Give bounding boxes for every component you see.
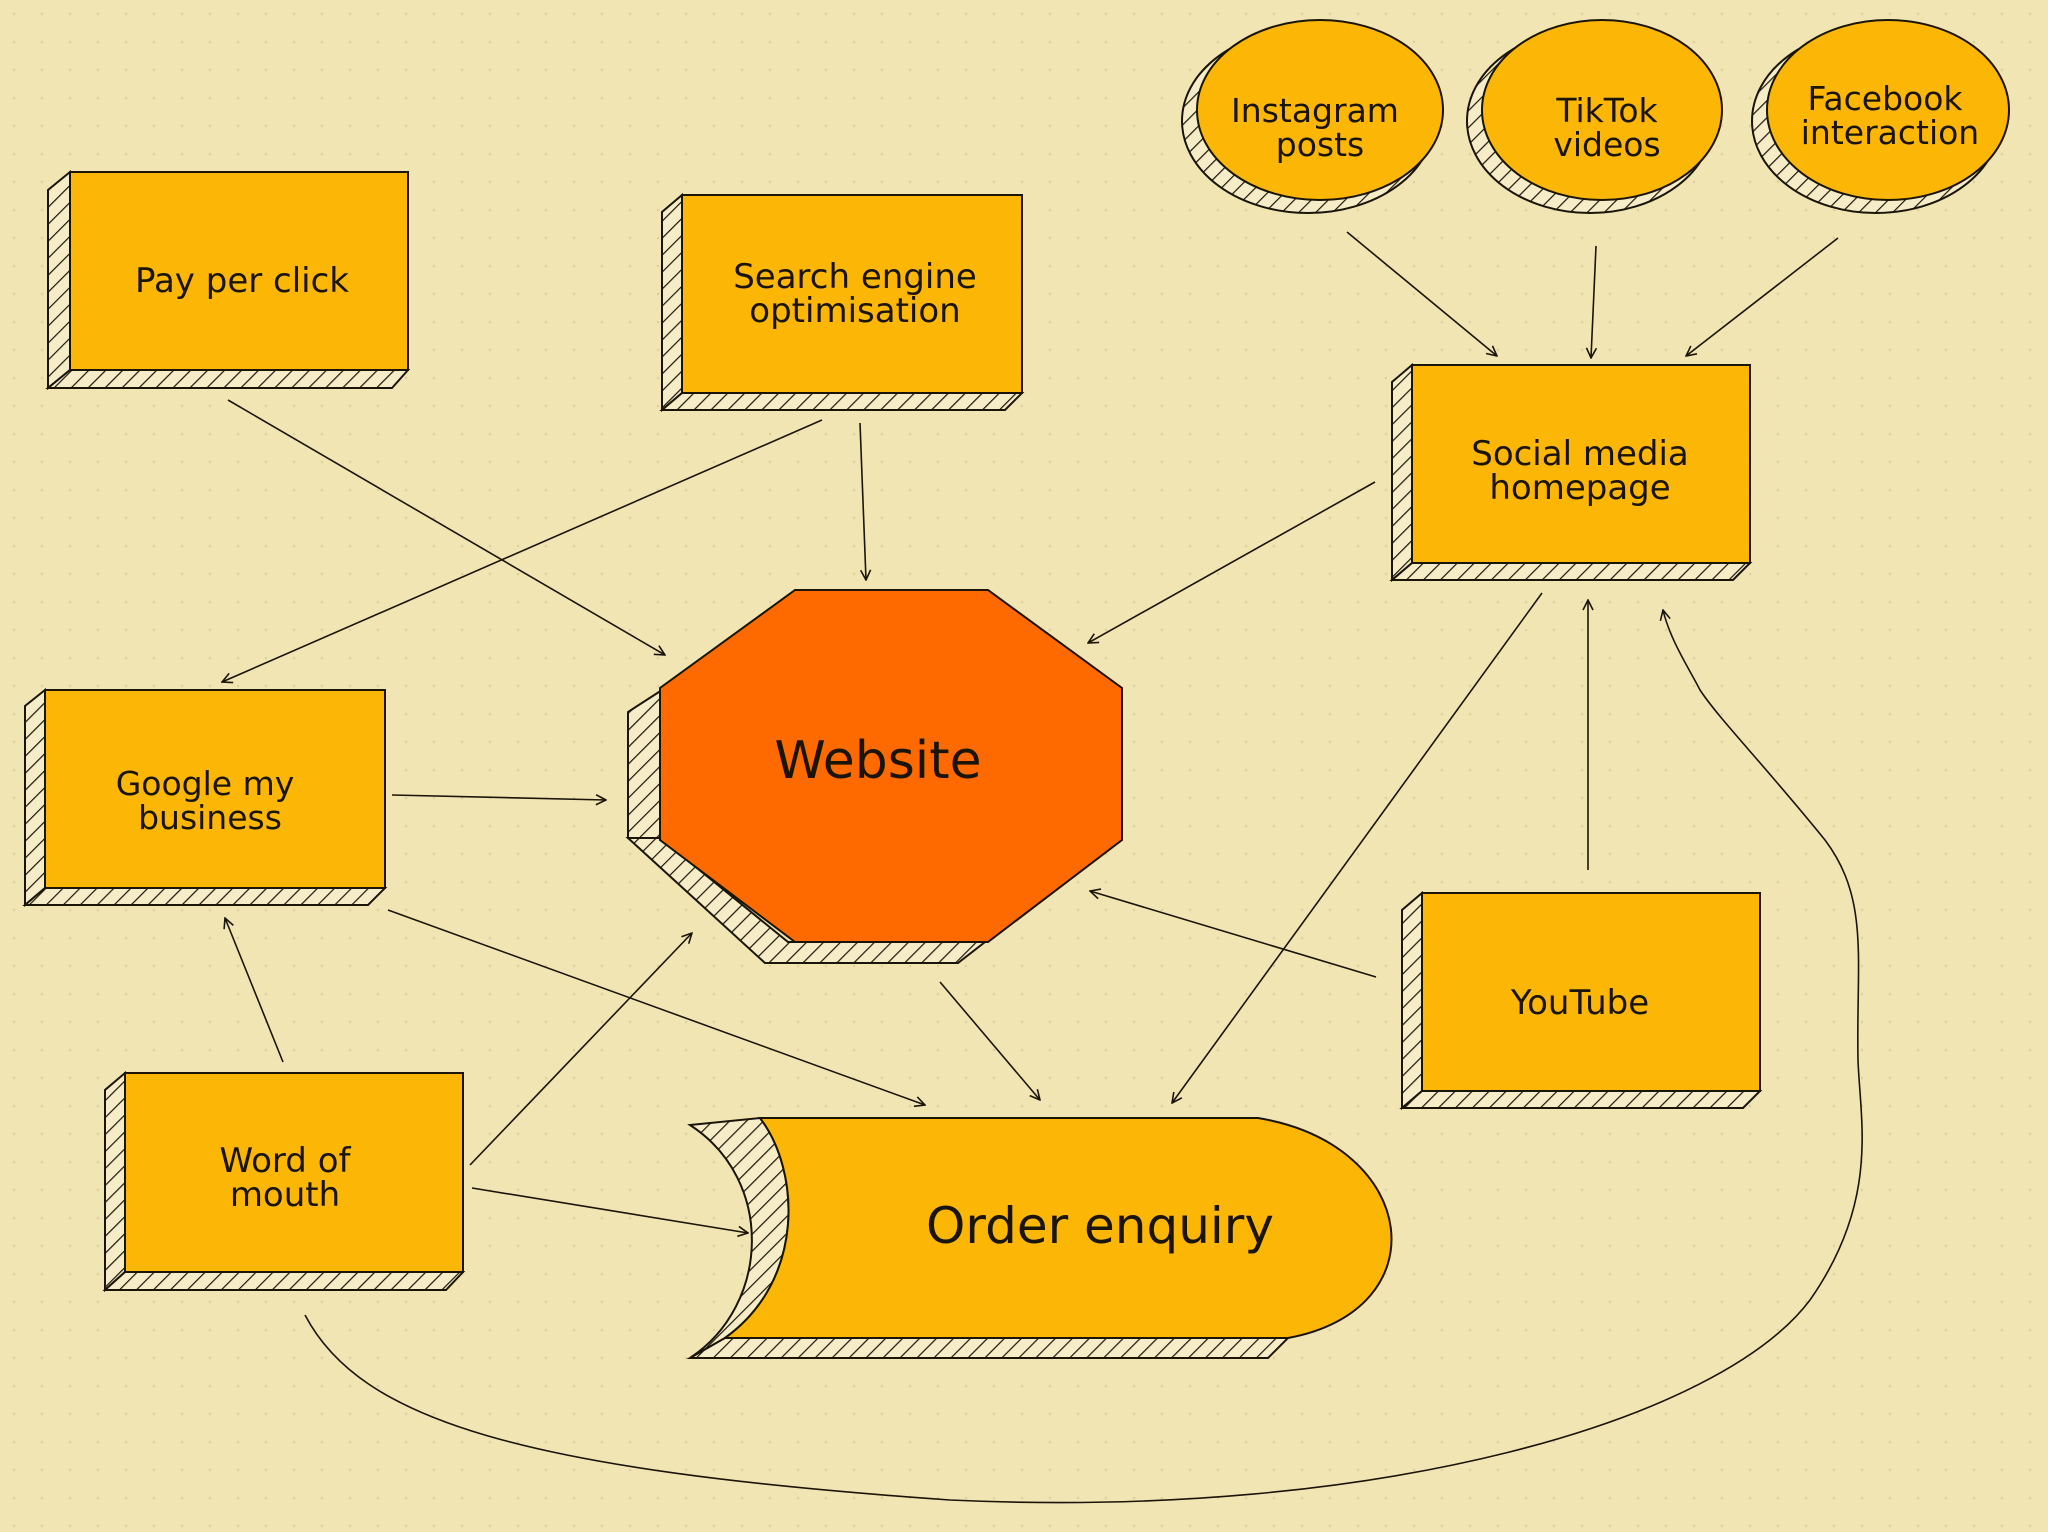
arrow-word-to-social-loop (304, 610, 1863, 1504)
arrow-social-to-website (1088, 481, 1376, 643)
node-word-of-mouth: Word of mouth (102, 1070, 466, 1293)
node-google-my-business: Google my business (22, 687, 388, 908)
arrow-ppc-to-website (227, 399, 665, 655)
social-label-line2: homepage (1489, 468, 1670, 508)
word-of-mouth-label-line1: Word of (220, 1141, 352, 1181)
arrow-word-to-google (225, 918, 284, 1063)
arrow-word-to-website (469, 933, 692, 1166)
node-social-media-homepage: Social media homepage (1389, 362, 1753, 583)
arrow-word-to-order (471, 1187, 748, 1233)
arrow-youtube-to-website (1090, 891, 1377, 978)
node-pay-per-click: Pay per click (45, 169, 411, 391)
instagram-label-line2: posts (1276, 125, 1364, 164)
facebook-label-line1: Facebook (1807, 79, 1963, 118)
google-label-line1: Google my (116, 764, 295, 803)
arrow-facebook-to-social (1686, 237, 1839, 356)
social-label-line1: Social media (1471, 434, 1689, 474)
arrow-social-to-order (1172, 592, 1543, 1103)
arrow-tiktok-to-social (1591, 245, 1596, 358)
arrow-seo-to-google (222, 419, 823, 682)
node-tiktok-videos: TikTok videos (1466, 19, 1723, 214)
word-of-mouth-label-line2: mouth (230, 1175, 340, 1215)
node-youtube: YouTube (1399, 890, 1763, 1111)
connectors (222, 231, 1863, 1504)
tiktok-label-line2: videos (1553, 125, 1660, 164)
facebook-label-line2: interaction (1801, 113, 1979, 152)
node-search-engine-optimisation: Search engine optimisation (659, 192, 1025, 413)
google-label-line2: business (138, 798, 282, 837)
node-website: Website (625, 589, 1123, 964)
order-enquiry-label: Order enquiry (926, 1197, 1274, 1255)
arrow-instagram-to-social (1346, 231, 1497, 356)
arrow-google-to-website (391, 795, 606, 800)
instagram-label-line1: Instagram (1231, 91, 1399, 130)
node-facebook-interaction: Facebook interaction (1751, 19, 2010, 214)
node-order-enquiry: Order enquiry (686, 1116, 1393, 1359)
website-label: Website (774, 731, 981, 791)
node-instagram-posts: Instagram posts (1181, 19, 1444, 214)
youtube-label: YouTube (1510, 983, 1649, 1023)
pay-per-click-label: Pay per click (135, 261, 349, 301)
arrow-google-to-order (387, 909, 925, 1105)
arrow-website-to-order (939, 981, 1040, 1100)
arrow-seo-to-website (859, 422, 866, 580)
tiktok-label-line1: TikTok (1555, 91, 1658, 130)
seo-label-line1: Search engine (733, 257, 977, 297)
seo-label-line2: optimisation (749, 291, 960, 331)
